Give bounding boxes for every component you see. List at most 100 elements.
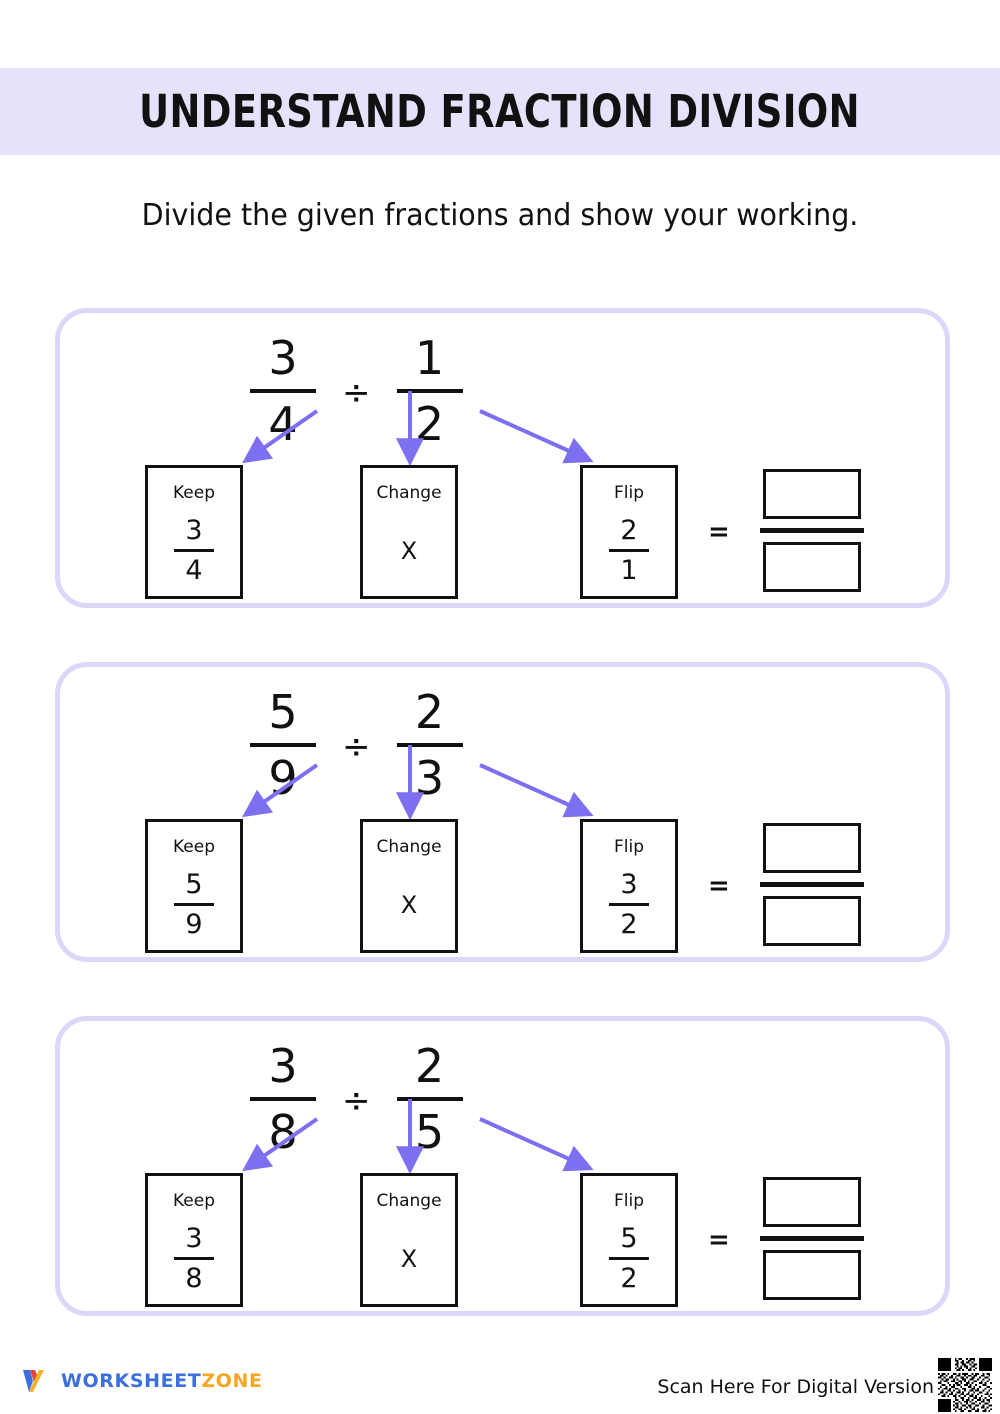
keep-box: Keep 5 9 — [145, 819, 243, 953]
answer-denominator-field[interactable] — [763, 896, 861, 946]
answer-fraction-bar — [760, 882, 864, 887]
equals-sign: = — [708, 1225, 730, 1255]
kcf-row-1: Keep 3 4 Change X Flip 2 1 = — [60, 465, 945, 605]
keep-label: Keep — [172, 483, 215, 503]
kcf-row-3: Keep 3 8 Change X Flip 5 2 = — [60, 1173, 945, 1313]
expression-1-right-fraction: 1 2 — [396, 331, 463, 451]
keep-label: Keep — [172, 1191, 215, 1211]
flip-box: Flip 2 1 — [580, 465, 678, 599]
problem-card-3: 3 8 ÷ 2 5 Keep — [55, 1016, 950, 1316]
numerator: 3 — [268, 331, 298, 385]
multiply-icon: X — [400, 891, 418, 919]
kcf-row-2: Keep 5 9 Change X Flip 3 2 = — [60, 819, 945, 959]
expression-1-left-fraction: 3 4 — [250, 335, 316, 447]
flip-box: Flip 5 2 — [580, 1173, 678, 1307]
fraction-bar — [250, 743, 316, 747]
numerator: 3 — [268, 1039, 298, 1093]
change-label: Change — [376, 837, 442, 857]
numerator: 5 — [620, 1223, 638, 1254]
answer-denominator-field[interactable] — [763, 1250, 861, 1300]
worksheet-zone-logo[interactable]: WORKSHEETZONE — [22, 1368, 263, 1394]
divide-icon: ÷ — [342, 727, 371, 767]
denominator: 8 — [268, 1105, 298, 1159]
expression-2-right-fraction: 2 3 — [396, 685, 463, 805]
numerator: 2 — [414, 1039, 445, 1093]
numerator: 3 — [620, 869, 638, 900]
flip-fraction: 3 2 — [609, 871, 649, 938]
keep-fraction: 3 8 — [174, 1225, 214, 1292]
denominator: 9 — [268, 751, 298, 805]
divide-icon: ÷ — [342, 1081, 371, 1121]
answer-numerator-field[interactable] — [763, 469, 861, 519]
numerator: 3 — [185, 515, 203, 546]
instruction-text: Divide the given fractions and show your… — [141, 198, 859, 233]
logo-w-icon — [23, 1370, 44, 1392]
answer-fraction-2 — [760, 823, 864, 946]
change-box: Change X — [360, 819, 458, 953]
multiply-icon: X — [400, 537, 418, 565]
numerator: 1 — [414, 331, 445, 385]
expression-1: 3 4 ÷ 1 2 — [250, 331, 463, 451]
expression-2: 5 9 ÷ 2 3 — [250, 685, 463, 805]
denominator: 3 — [414, 751, 445, 805]
numerator: 2 — [620, 515, 638, 546]
problem-card-1: 3 4 ÷ 1 2 Keep — [55, 308, 950, 608]
denominator: 2 — [620, 1263, 638, 1294]
change-box: Change X — [360, 1173, 458, 1307]
answer-fraction-3 — [760, 1177, 864, 1300]
qr-code-icon[interactable] — [938, 1358, 992, 1412]
change-label: Change — [376, 483, 442, 503]
denominator: 1 — [620, 555, 638, 586]
numerator: 3 — [185, 1223, 203, 1254]
logo-text: WORKSHEETZONE — [61, 1370, 263, 1392]
logo-text-zone: ZONE — [201, 1370, 263, 1392]
problem-card-2: 5 9 ÷ 2 3 Keep — [55, 662, 950, 962]
fraction-bar — [174, 549, 214, 552]
scan-instruction-text: Scan Here For Digital Version — [657, 1376, 934, 1398]
equals-sign: = — [708, 517, 730, 547]
keep-box: Keep 3 4 — [145, 465, 243, 599]
flip-label: Flip — [613, 1191, 644, 1211]
keep-box: Keep 3 8 — [145, 1173, 243, 1307]
fraction-bar — [396, 743, 463, 747]
divide-icon: ÷ — [342, 373, 371, 413]
answer-denominator-field[interactable] — [763, 542, 861, 592]
change-box: Change X — [360, 465, 458, 599]
numerator: 5 — [268, 685, 298, 739]
flip-label: Flip — [613, 837, 644, 857]
denominator: 2 — [620, 909, 638, 940]
footer: WORKSHEETZONE Scan Here For Digital Vers… — [0, 1350, 1000, 1414]
fraction-bar — [609, 549, 649, 552]
fraction-bar — [609, 903, 649, 906]
title-band: UNDERSTAND FRACTION DIVISION — [0, 68, 1000, 155]
answer-numerator-field[interactable] — [763, 823, 861, 873]
page-title: UNDERSTAND FRACTION DIVISION — [139, 85, 861, 138]
answer-fraction-1 — [760, 469, 864, 592]
expression-3-left-fraction: 3 8 — [250, 1043, 316, 1155]
fraction-bar — [174, 1257, 214, 1260]
flip-fraction: 5 2 — [609, 1225, 649, 1292]
expression-2-left-fraction: 5 9 — [250, 689, 316, 801]
flip-label: Flip — [613, 483, 644, 503]
arrow-to-flip — [479, 1117, 594, 1172]
numerator: 2 — [414, 685, 445, 739]
answer-fraction-bar — [760, 1236, 864, 1241]
fraction-bar — [250, 1097, 316, 1101]
expression-3: 3 8 ÷ 2 5 — [250, 1039, 463, 1159]
arrow-to-flip — [479, 409, 594, 464]
change-label: Change — [376, 1191, 442, 1211]
fraction-bar — [396, 389, 463, 393]
keep-fraction: 3 4 — [174, 517, 214, 584]
fraction-bar — [174, 903, 214, 906]
fraction-bar — [396, 1097, 463, 1101]
flip-fraction: 2 1 — [609, 517, 649, 584]
keep-fraction: 5 9 — [174, 871, 214, 938]
arrow-to-flip — [479, 763, 594, 818]
denominator: 2 — [414, 397, 445, 451]
answer-numerator-field[interactable] — [763, 1177, 861, 1227]
denominator: 4 — [268, 397, 298, 451]
fraction-bar — [609, 1257, 649, 1260]
denominator: 5 — [414, 1105, 445, 1159]
numerator: 5 — [185, 869, 203, 900]
expression-3-right-fraction: 2 5 — [396, 1039, 463, 1159]
